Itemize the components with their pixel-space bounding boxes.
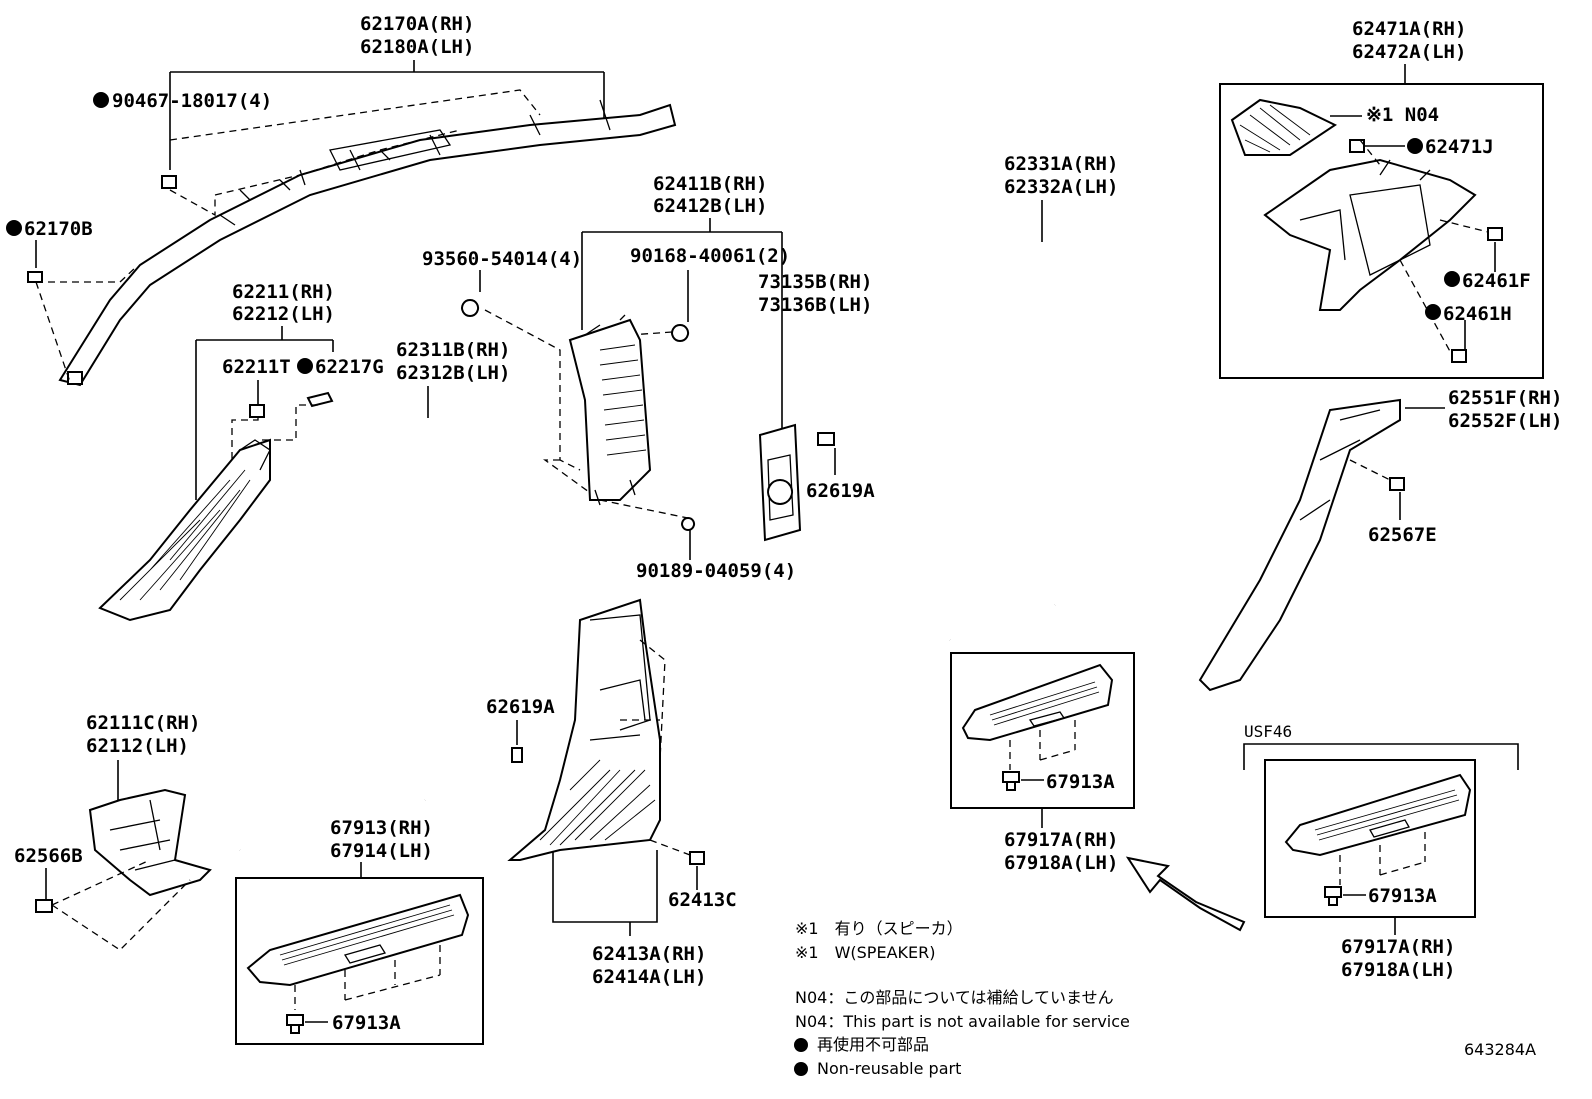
note-n04-jp: N04：この部品については補給していません bbox=[795, 988, 1114, 1007]
label-USF46: USF46 bbox=[1244, 722, 1292, 741]
label-62567E: 62567E bbox=[1368, 524, 1437, 546]
non-reusable-dot-icon bbox=[1425, 304, 1441, 320]
non-reusable-dot-icon bbox=[6, 220, 22, 236]
cowl-side-trim: 62111C(RH) 62112(LH) 62566B bbox=[14, 712, 212, 951]
non-reusable-dot-icon bbox=[297, 358, 313, 374]
curtain-airbag-assembly: 62170A(RH) 62180A(LH) 90467-18017(4) 621… bbox=[6, 13, 677, 387]
legend-notes: ※1 有り（スピーカ） ※1 W(SPEAKER) N04：この部品については補… bbox=[794, 919, 1536, 1078]
front-scuff-plate: 67913(RH) 67914(LH) 67913A bbox=[235, 817, 484, 1045]
label-62412B: 62412B(LH) bbox=[653, 195, 767, 217]
note-nonreusable-jp: 再使用不可部品 bbox=[817, 1035, 929, 1054]
non-reusable-dot-icon bbox=[794, 1062, 808, 1076]
label-73135B: 73135B(RH) bbox=[758, 271, 872, 293]
quarter-lower-trim: 62551F(RH) 62552F(LH) 62567E bbox=[1198, 387, 1562, 692]
label-N04: ※1 N04 bbox=[1366, 104, 1439, 126]
label-62471J: 62471J bbox=[1425, 136, 1494, 158]
label-93560: 93560-54014(4) bbox=[422, 248, 582, 270]
label-67917A-2: 67917A(RH) bbox=[1341, 936, 1455, 958]
label-62472A: 62472A(LH) bbox=[1352, 41, 1466, 63]
front-pillar-trim-assembly: 62211(RH) 62212(LH) 62211T 62217G bbox=[98, 281, 384, 622]
usf46-scuff-frame bbox=[1264, 759, 1476, 918]
label-62552F: 62552F(LH) bbox=[1448, 410, 1562, 432]
label-67913A-rear: 67913A bbox=[1046, 771, 1115, 793]
label-62413C: 62413C bbox=[668, 889, 737, 911]
label-62212: 62212(LH) bbox=[232, 303, 335, 325]
label-67918A-1: 67918A(LH) bbox=[1004, 852, 1118, 874]
usf46-scuff-plate: USF46 67913A 67917A(RH) 67918A(LH) bbox=[1243, 722, 1519, 981]
label-62180A: 62180A(LH) bbox=[360, 36, 474, 58]
label-62332A: 62332A(LH) bbox=[1004, 176, 1118, 198]
label-62461H: 62461H bbox=[1443, 303, 1512, 325]
label-62551F: 62551F(RH) bbox=[1448, 387, 1562, 409]
label-90168: 90168-40061(2) bbox=[630, 245, 790, 267]
label-67913: 67913(RH) bbox=[330, 817, 433, 839]
diagram-id: 643284A bbox=[1464, 1040, 1536, 1059]
non-reusable-dot-icon bbox=[1444, 271, 1460, 287]
label-62461F: 62461F bbox=[1462, 270, 1531, 292]
label-62211: 62211(RH) bbox=[232, 281, 335, 303]
label-67914: 67914(LH) bbox=[330, 840, 433, 862]
note-n04-en: N04：This part is not available for servi… bbox=[795, 1012, 1130, 1031]
label-62311B: 62311B(RH) bbox=[396, 339, 510, 361]
label-62170B: 62170B bbox=[24, 218, 93, 240]
label-62414A: 62414A(LH) bbox=[592, 966, 706, 988]
non-reusable-dot-icon bbox=[1407, 138, 1423, 154]
label-62471A: 62471A(RH) bbox=[1352, 18, 1466, 40]
rear-scuff-plate: 67913A 67917A(RH) 67918A(LH) bbox=[950, 652, 1135, 874]
note-nonreusable-en: Non-reusable part bbox=[817, 1059, 961, 1078]
quarter-trim-assembly: 62471A(RH) 62472A(LH) ※1 N04 62471J 6246… bbox=[1219, 18, 1544, 379]
variant-arrow-icon bbox=[1125, 856, 1246, 932]
non-reusable-dot-icon bbox=[794, 1038, 808, 1052]
note-speaker-jp: ※1 有り（スピーカ） bbox=[795, 919, 963, 938]
label-62331A: 62331A(RH) bbox=[1004, 153, 1118, 175]
center-pillar-lower-trim: 62619A 62413C 62413A(RH) 62414A(LH) bbox=[486, 598, 737, 988]
label-62111C: 62111C(RH) bbox=[86, 712, 200, 734]
label-67913A-front: 67913A bbox=[332, 1012, 401, 1034]
label-67913A-usf46: 67913A bbox=[1368, 885, 1437, 907]
quarter-trim-frame bbox=[1219, 83, 1544, 379]
label-62112: 62112(LH) bbox=[86, 735, 189, 757]
center-pillar-upper-trim: 62411B(RH) 62412B(LH) 93560-54014(4) 901… bbox=[422, 173, 796, 582]
label-62312B: 62312B(LH) bbox=[396, 362, 510, 384]
non-reusable-dot-icon bbox=[93, 92, 109, 108]
label-67918A-2: 67918A(LH) bbox=[1341, 959, 1455, 981]
label-62170A: 62170A(RH) bbox=[360, 13, 474, 35]
label-73136B: 73136B(LH) bbox=[758, 294, 872, 316]
label-62411B: 62411B(RH) bbox=[653, 173, 767, 195]
label-62566B: 62566B bbox=[14, 845, 83, 867]
label-90467: 90467-18017(4) bbox=[112, 90, 272, 112]
seat-belt-cover: 73135B(RH) 73136B(LH) 62619A bbox=[758, 271, 875, 542]
label-62619A-lower: 62619A bbox=[486, 696, 555, 718]
label-62217G: 62217G bbox=[315, 356, 384, 378]
front-door-weatherstrip: 62311B(RH) 62312B(LH) bbox=[203, 339, 510, 852]
label-62211T: 62211T bbox=[222, 356, 291, 378]
note-speaker-en: ※1 W(SPEAKER) bbox=[795, 943, 935, 962]
rear-door-weatherstrip: 62331A(RH) 62332A(LH) bbox=[903, 153, 1202, 642]
label-62413A: 62413A(RH) bbox=[592, 943, 706, 965]
front-scuff-frame bbox=[235, 877, 484, 1045]
label-90189: 90189-04059(4) bbox=[636, 560, 796, 582]
label-62619A-upper: 62619A bbox=[806, 480, 875, 502]
label-67917A-1: 67917A(RH) bbox=[1004, 829, 1118, 851]
